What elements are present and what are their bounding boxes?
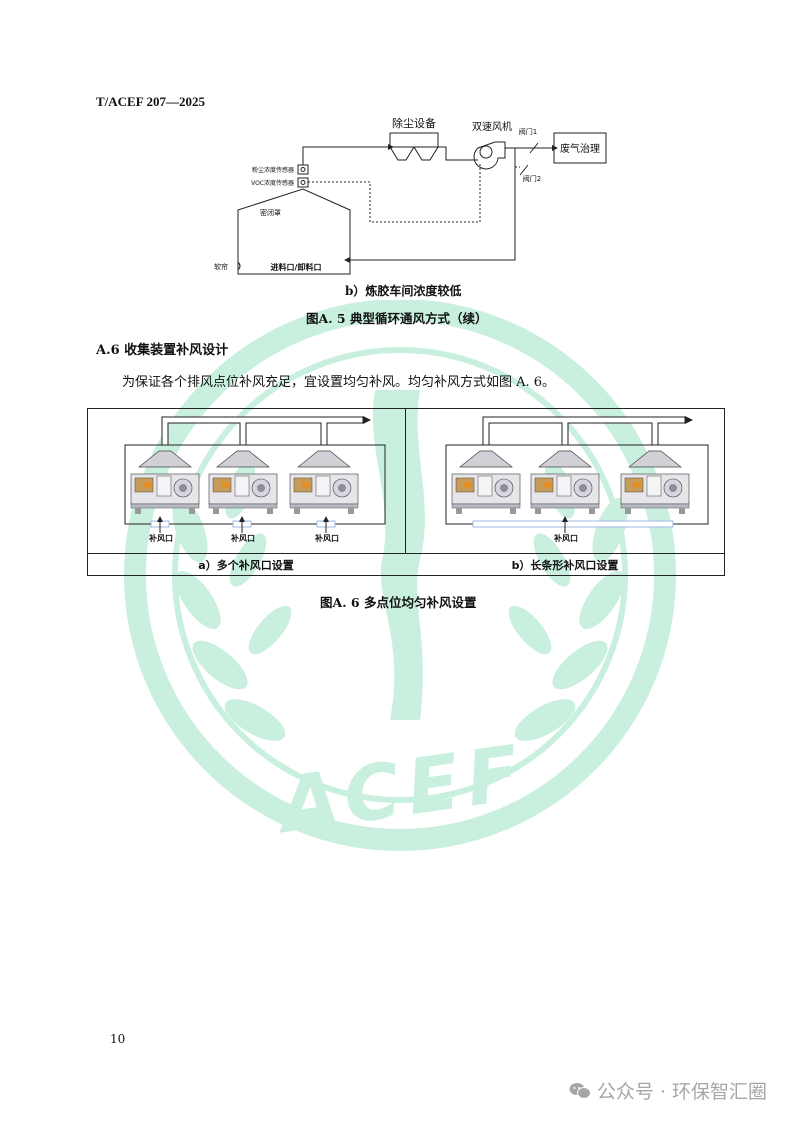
acef-watermark-emblem: ACEF: [124, 300, 676, 851]
fan-icon: [473, 141, 506, 170]
page-number: 10: [110, 1032, 126, 1046]
valve1-label: 阀门1: [519, 127, 537, 136]
panel-a-inlet-label-3: 补风口: [314, 533, 339, 543]
feed-discharge-label: 进料口/卸料口: [271, 262, 322, 272]
figure-a5-caption-b: b）炼胶车间浓度较低: [345, 284, 462, 298]
standard-code: T/ACEF 207—2025: [96, 94, 205, 109]
dust-sensor-box: [297, 164, 309, 175]
fan-label: 双速风机: [472, 120, 512, 133]
exhaust-treatment-box: [553, 132, 607, 164]
section-paragraph: 为保证各个排风点位补风充足，宜设置均匀补风。均匀补风方式如图 A. 6。: [122, 375, 556, 390]
dust-removal-unit: [389, 132, 439, 161]
panel-b-diagram: [445, 416, 709, 533]
panel-a-diagram: [124, 416, 386, 533]
soft-curtain-label: 软帘: [214, 262, 228, 271]
figure-a6-caption-b: b）长条形补风口设置: [512, 558, 619, 572]
enclosure-label: 密闭罩: [260, 208, 281, 217]
enclosure-outline: [237, 188, 351, 275]
voc-sensor-label: VOC浓度传感器: [251, 179, 294, 187]
figure-a5b-diagram: 除尘设备 双速风机 阀门1 阀门2 废气治理 粉尘浓度传感器 VOC浓度传感器: [214, 116, 607, 275]
wechat-source-text: 公众号 · 环保智汇圈: [596, 1081, 767, 1103]
section-heading-a6: A.6 收集装置补风设计: [96, 343, 229, 358]
exhaust-treatment-label: 废气治理: [560, 142, 600, 155]
voc-sensor-box: [297, 177, 309, 188]
panel-b-inlet-label: 补风口: [553, 533, 578, 543]
figure-a6-diagram: 补风口 补风口 补风口 补风口 a）多个补风口设置 b）长条形补风口设置: [87, 408, 725, 576]
dust-removal-label: 除尘设备: [392, 116, 436, 130]
long-strip-inlet: [472, 520, 674, 528]
panel-a-inlet-label-2: 补风口: [230, 533, 255, 543]
figure-a5-title: 图A. 5 典型循环通风方式（续）: [306, 311, 488, 326]
wechat-watermark: 公众号 · 环保智汇圈: [569, 1077, 767, 1104]
valve2-label: 阀门2: [523, 174, 541, 183]
figure-a6-title: 图A. 6 多点位均匀补风设置: [320, 595, 477, 610]
dust-sensor-label: 粉尘浓度传感器: [252, 166, 294, 174]
panel-a-inlet-label-1: 补风口: [148, 533, 173, 543]
figure-a6-caption-a: a）多个补风口设置: [198, 558, 293, 572]
wechat-icon: [569, 1082, 591, 1099]
